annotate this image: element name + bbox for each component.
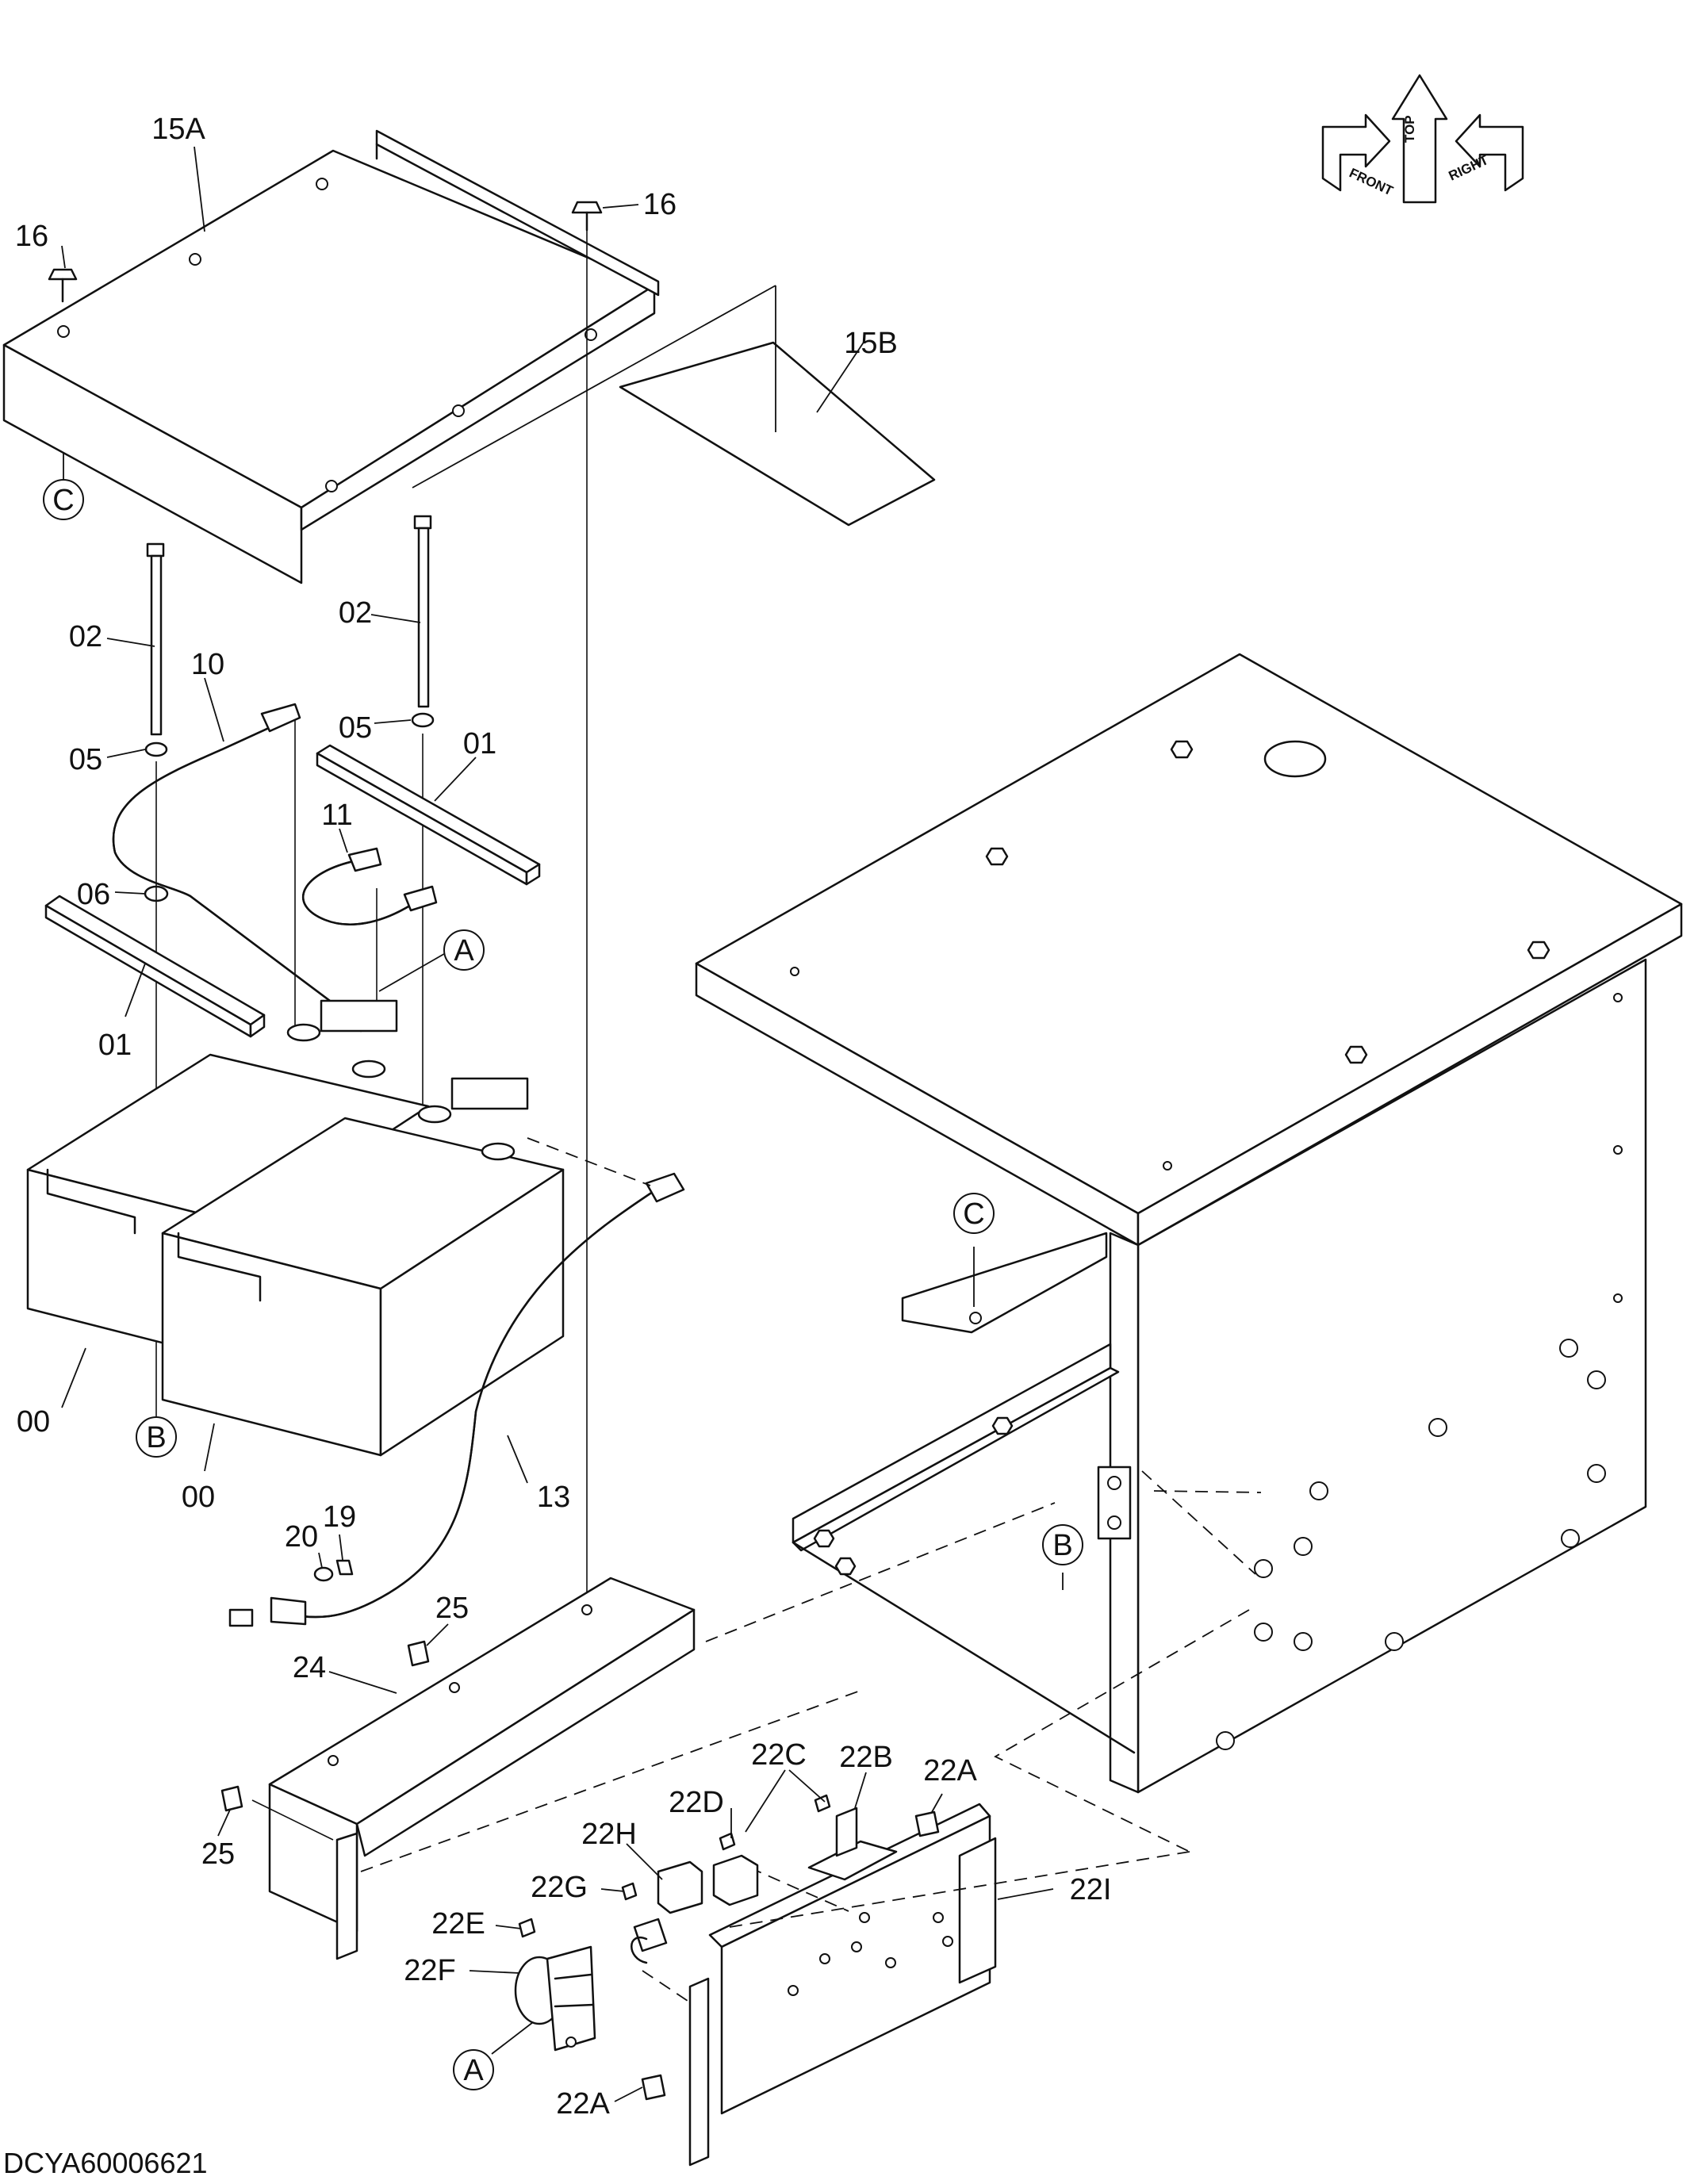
label-24: 24 [293,1651,326,1684]
rod-02-right [413,515,432,708]
svg-text:B: B [146,1421,166,1454]
connector-22H [631,1860,703,1964]
callout-C-right: C [953,1193,995,1234]
label-01-lower: 01 [98,1029,132,1062]
label-00-left: 00 [17,1405,50,1439]
washer-05-right [411,712,435,728]
bracket-22B [807,1807,898,1881]
label-25-upper: 25 [435,1592,469,1625]
orientation-right-label: RIGHT [1447,152,1492,184]
label-22I: 22I [1070,1873,1112,1906]
screw-25-upper [407,1640,430,1667]
relay-22D [712,1854,759,1906]
label-25-lower: 25 [201,1837,235,1871]
label-16-right: 16 [643,188,677,221]
rod-02-left [146,542,165,736]
nut-19 [335,1559,354,1576]
callout-A-lower: A [453,2049,494,2090]
screw-22C [719,1832,736,1851]
clamp-bar-01-upper [316,744,541,886]
svg-text:C: C [52,484,74,517]
washer-05-left [144,741,168,757]
label-22A-lower: 22A [556,2087,610,2121]
screw-22E [518,1918,536,1938]
orientation-front-label: FRONT [1347,165,1396,198]
label-22E: 22E [431,1907,485,1941]
label-16-left: 16 [15,220,48,253]
plate-15B [619,341,936,527]
label-15A: 15A [151,113,205,146]
label-19: 19 [323,1500,356,1534]
callout-C-left: C [43,479,84,520]
label-22H: 22H [581,1818,637,1851]
label-15B: 15B [844,327,898,360]
label-22G: 22G [531,1871,588,1904]
cable-13 [270,1172,685,1626]
battery-00-right [161,1077,565,1457]
label-06: 06 [77,878,110,911]
bolt-16-right [571,201,603,232]
clamp-bar-01-lower [44,895,266,1038]
label-13: 13 [537,1481,570,1514]
label-22A-upper: 22A [923,1754,977,1787]
svg-text:A: A [454,934,474,967]
bolt-22A-lower [641,2074,666,2101]
washer-20 [313,1566,334,1582]
svg-text:C: C [963,1197,984,1231]
svg-text:A: A [463,2054,484,2087]
label-11: 11 [321,799,352,832]
callout-A-upper: A [443,929,485,971]
leader-lines [61,146,1064,2102]
label-01-upper: 01 [463,727,496,761]
label-02-left: 02 [69,620,102,653]
label-10: 10 [191,648,224,681]
label-22D: 22D [669,1786,724,1819]
battery-box [695,653,1683,1794]
label-05-right: 05 [339,711,372,745]
orientation-arrow-icon: FRONT TOP RIGHT [1321,74,1524,204]
label-00-right: 00 [182,1481,215,1514]
label-22B: 22B [839,1741,893,1774]
label-20: 20 [285,1520,318,1554]
label-22C: 22C [751,1738,807,1772]
top-cover-15A [2,129,660,584]
screw-25-lower [220,1785,243,1812]
screw-22G [621,1882,638,1901]
bracket-24 [268,1577,696,1960]
horn-22F [514,1945,596,2052]
label-05-left: 05 [69,743,102,776]
callout-B-left: B [136,1416,177,1458]
svg-text:B: B [1052,1529,1072,1562]
label-02-right: 02 [339,596,372,630]
jumper-11 [302,847,438,925]
bolt-16-left [48,268,78,303]
bolt-22A-upper [914,1810,940,1837]
callout-B-right: B [1042,1524,1083,1565]
orientation-top-label: TOP [1402,115,1417,143]
label-22F: 22F [404,1954,455,1987]
drawing-code: DCYA60006621 [3,2147,208,2179]
